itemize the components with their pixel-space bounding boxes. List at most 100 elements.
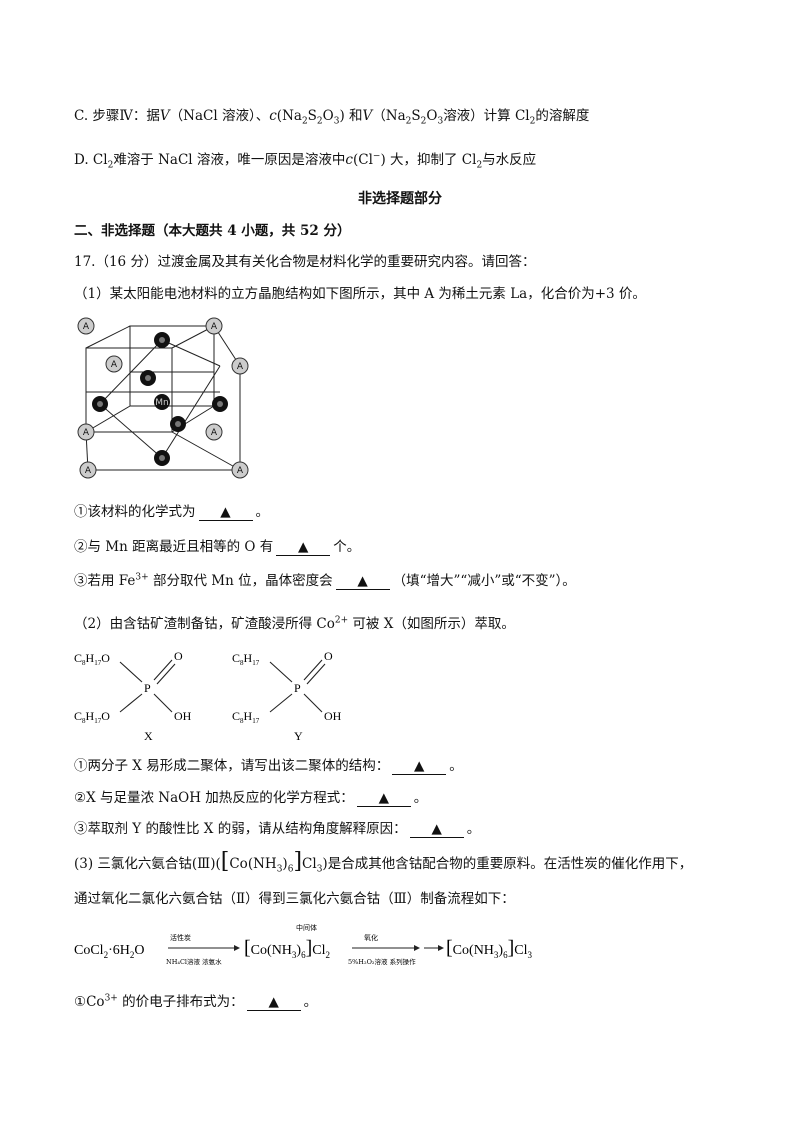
text: 的价电子排布式为：	[117, 994, 244, 1010]
text: 是合成其他含钴配合物的重要原料。在活性炭的催化作用下，	[327, 856, 693, 872]
q2-2: ②X 与足量浓 NaOH 加热反应的化学方程式：▲。	[74, 788, 427, 808]
center-atom: Mn	[154, 394, 170, 410]
text: （填“增大”“减小”或“不变”）。	[392, 573, 576, 589]
text: P	[294, 681, 301, 695]
text: 个。	[333, 539, 361, 555]
text: ①两分子 X 易形成二聚体，请写出该二聚体的结构：	[74, 758, 390, 774]
question-17-3: (3) 三氯化六氨合钴(Ⅲ)([Co(NH3)6]Cl3)是合成其他含钴配合物的…	[74, 849, 693, 875]
text: O	[322, 108, 334, 124]
text: ①Co	[74, 994, 105, 1010]
center-atom-label: Mn	[155, 398, 168, 408]
text: ③若用 Fe	[74, 573, 136, 589]
atom-label: A	[237, 362, 244, 372]
text: （2）由含钴矿渣制备钴，矿渣酸浸所得 Co	[74, 616, 335, 632]
text: 2+	[334, 615, 349, 626]
answer-blank[interactable]: ▲	[335, 574, 390, 590]
answer-blank[interactable]: ▲	[198, 505, 253, 521]
text: 3+	[135, 572, 149, 583]
arrow1-bottom: NH₄Cl溶液 浓氨水	[166, 957, 222, 966]
text: ③萃取剂 Y 的酸性比 X 的弱，请从结构角度解释原因：	[74, 821, 407, 837]
answer-blank[interactable]: ▲	[409, 822, 464, 838]
molecule-label: X	[144, 729, 153, 743]
q1-1: ①该材料的化学式为▲。	[74, 502, 269, 522]
text: c	[345, 152, 353, 168]
text: 的溶解度	[535, 108, 590, 124]
text: 。	[255, 504, 270, 520]
text: 3	[437, 116, 444, 127]
text: C. 步骤Ⅳ：据	[74, 108, 160, 124]
synthesis-flow: CoCl2·6H2O 活性炭 NH₄Cl溶液 浓氨水 中间体 [Co(NH3)6…	[74, 923, 533, 966]
text: ②X 与足量浓 NaOH 加热反应的化学方程式：	[74, 790, 354, 806]
text: NH	[253, 856, 277, 872]
text: (3) 三氯化六氨合钴(Ⅲ)	[74, 856, 216, 872]
arrow2-bottom: 5%H₂O₂溶液 系列操作	[348, 957, 416, 966]
text: 6	[287, 864, 294, 875]
atom-label: A	[237, 466, 244, 476]
text: 2	[529, 116, 536, 127]
text: Cl	[302, 856, 317, 872]
atom-label: A	[83, 322, 90, 332]
text: O	[324, 649, 333, 663]
molecule-y: C8H17 C8H17 P O OH Y	[232, 649, 342, 743]
molecule-label: Y	[294, 729, 303, 743]
atom-label: A	[83, 428, 90, 438]
molecule-x: C8H17O C8H17O P O OH X	[74, 649, 192, 743]
text: (Cl	[352, 152, 373, 168]
text: 2	[420, 116, 427, 127]
text: (Na	[276, 108, 302, 124]
answer-blank[interactable]: ▲	[276, 540, 331, 556]
text: 可被 X（如图所示）萃取。	[348, 616, 515, 632]
atom-label: A	[211, 428, 218, 438]
atom-label: A	[111, 360, 118, 370]
text: 与水反应	[482, 152, 537, 168]
text: 部分取代 Mn 位，晶体密度会	[148, 573, 333, 589]
text: 。	[449, 758, 463, 774]
question-17-2: （2）由含钴矿渣制备钴，矿渣酸浸所得 Co2+ 可被 X（如图所示）萃取。	[74, 614, 515, 634]
flow-mid: [Co(NH3)6]Cl2	[244, 937, 330, 960]
atom-label: A	[211, 322, 218, 332]
question-17: 17.（16 分）过渡金属及其有关化合物是材料化学的重要研究内容。请回答：	[74, 254, 536, 270]
arrow2-top: 氧化	[364, 933, 378, 942]
flow-end: [Co(NH3)6]Cl3	[446, 937, 533, 960]
text: 2	[405, 116, 412, 127]
text: c	[269, 108, 277, 124]
q2-3: ③萃取剂 Y 的酸性比 X 的弱，请从结构角度解释原因：▲。	[74, 819, 480, 839]
q2-1: ①两分子 X 易形成二聚体，请写出该二聚体的结构：▲。	[74, 756, 463, 776]
question-17-3-b: 通过氧化二氯化六氨合钴（Ⅱ）得到三氯化六氨合钴（Ⅲ）制备流程如下：	[74, 891, 515, 907]
q1-3: ③若用 Fe3+ 部分取代 Mn 位，晶体密度会▲（填“增大”“减小”或“不变”…	[74, 571, 576, 591]
flow-start: CoCl2·6H2O	[74, 943, 144, 960]
oxygen-atoms	[92, 332, 228, 466]
text: V	[362, 108, 373, 124]
section-title: 非选择题部分	[358, 191, 442, 207]
text: [	[220, 849, 230, 874]
answer-blank[interactable]: ▲	[356, 791, 411, 807]
answer-blank[interactable]: ▲	[392, 759, 447, 775]
text: ) 大，抑制了 Cl	[380, 152, 477, 168]
text: 2	[316, 116, 323, 127]
text: ①该材料的化学式为	[74, 504, 196, 520]
option-c: C. 步骤Ⅳ：据V（NaCl 溶液）、c(Na2S2O3) 和V（Na2S2O3…	[74, 106, 589, 126]
text: （Na	[372, 108, 406, 124]
text: P	[144, 681, 151, 695]
text: S	[411, 108, 421, 124]
q1-2: ②与 Mn 距离最近且相等的 O 有▲个。	[74, 537, 360, 557]
option-d: D. Cl2难溶于 NaCl 溶液，唯一原因是溶液中c(Cl−) 大，抑制了 C…	[74, 150, 536, 170]
text: −	[372, 151, 381, 162]
text: 3	[316, 864, 323, 875]
text: O	[426, 108, 438, 124]
question-17-1: （1）某太阳能电池材料的立方晶胞结构如下图所示，其中 A 为稀土元素 La，化合…	[74, 286, 646, 302]
intermediate-label: 中间体	[296, 923, 317, 932]
text: 。	[413, 790, 428, 806]
text: 3	[333, 116, 340, 127]
text: C8H17O	[74, 709, 110, 725]
answer-blank[interactable]: ▲	[246, 995, 301, 1011]
text: 2	[301, 116, 308, 127]
text: C8H17	[232, 709, 260, 725]
text: 3	[276, 864, 283, 875]
crystal-cell-diagram: Mn A A A A A A A A	[77, 317, 249, 479]
text: S	[307, 108, 317, 124]
q3-1: ①Co3+ 的价电子排布式为：▲。	[74, 992, 317, 1012]
text: 3+	[104, 993, 118, 1004]
text: D. Cl	[74, 152, 108, 168]
text: 难溶于 NaCl 溶液，唯一原因是溶液中	[113, 152, 346, 168]
